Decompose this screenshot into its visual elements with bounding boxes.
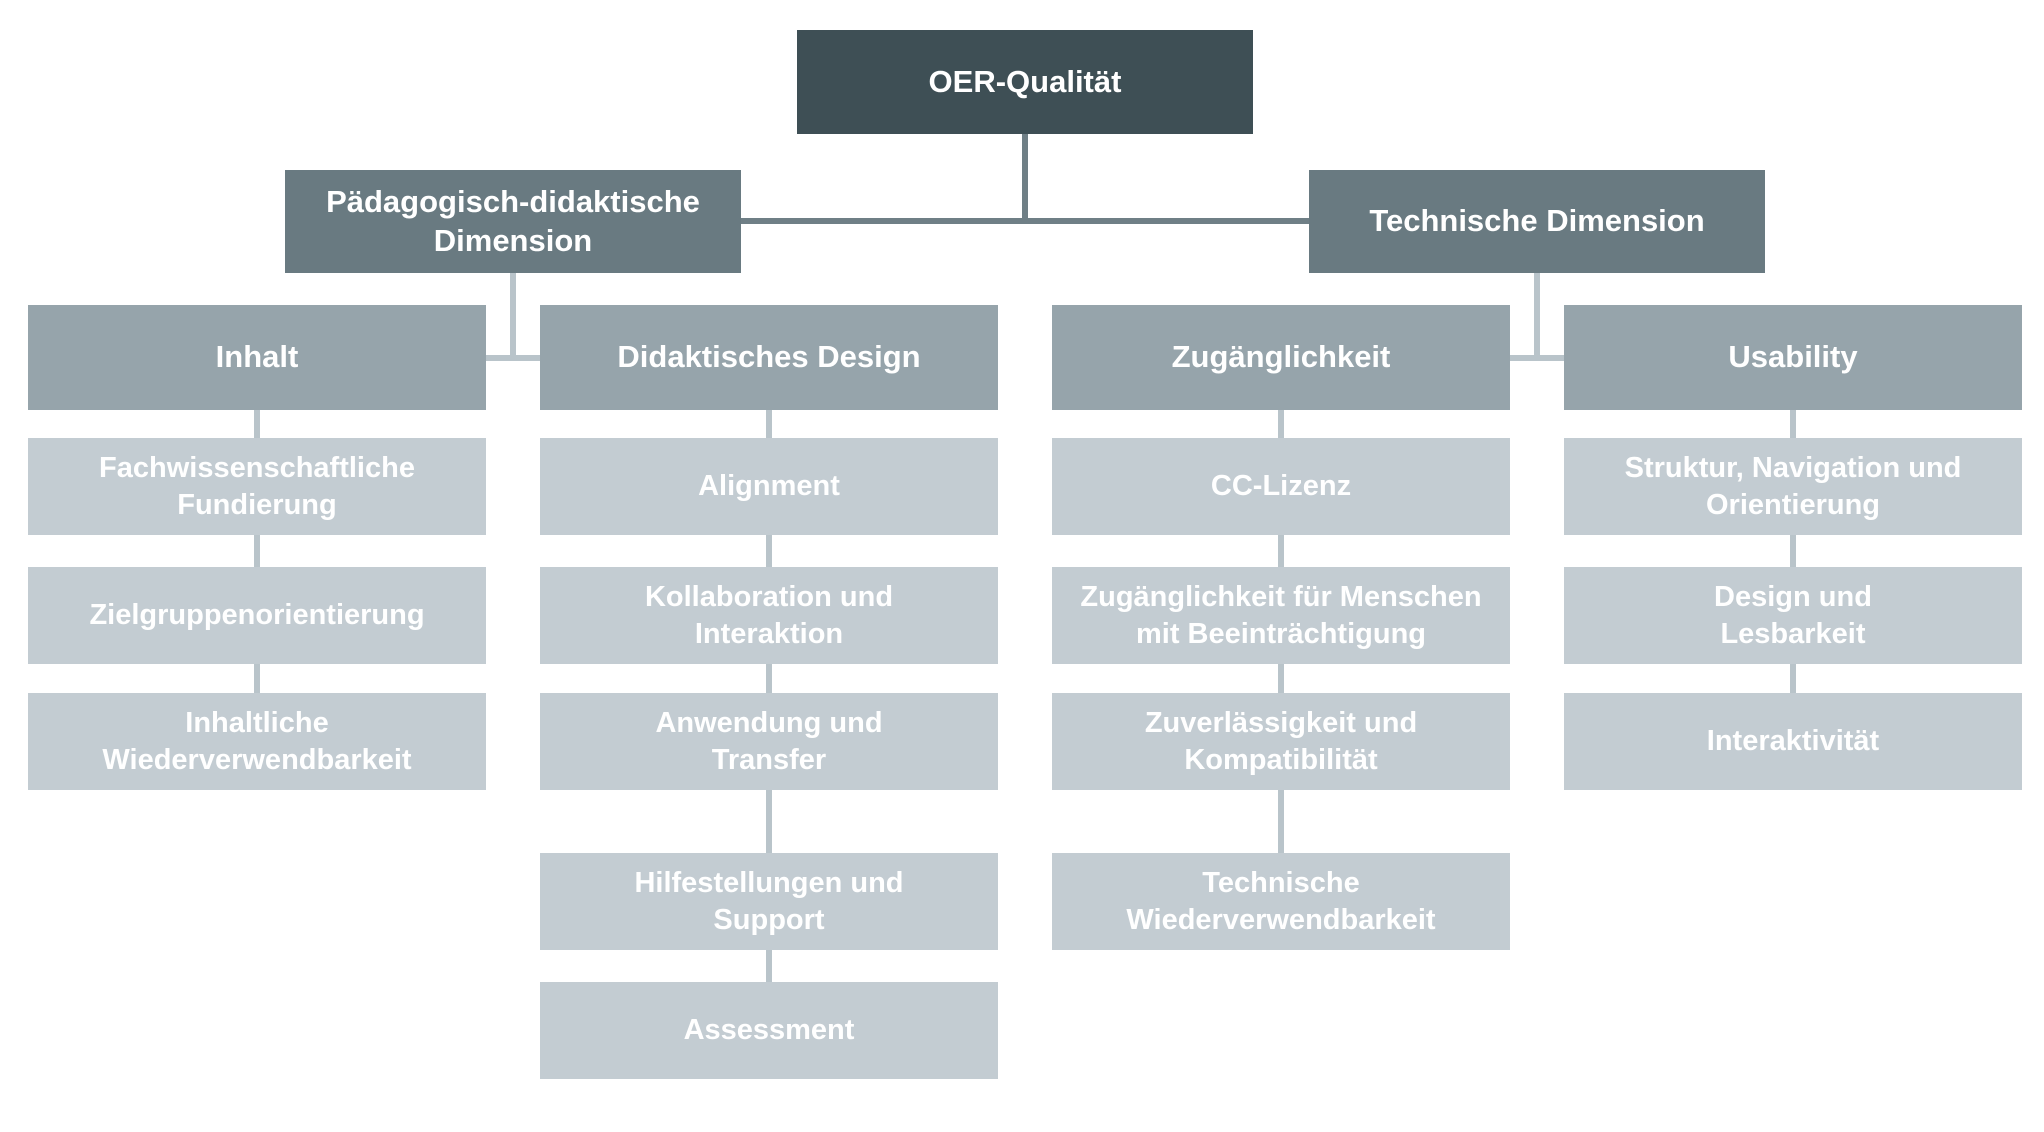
connector-col2-seg1 [766, 408, 772, 440]
dimension-node-paedagogisch-didaktische: Pädagogisch-didaktische Dimension [285, 170, 741, 273]
connector-col2-seg3 [766, 662, 772, 695]
category-node-usability: Usability [1564, 305, 2022, 410]
criterion-node-alignment: Alignment [540, 438, 998, 535]
criterion-node-assessment: Assessment [540, 982, 998, 1079]
connector-col3-seg1 [1278, 408, 1284, 440]
connector-col2-seg2 [766, 533, 772, 569]
connector-col1-seg2 [254, 533, 260, 569]
connector-col1-seg3 [254, 662, 260, 695]
connector-col4-seg2 [1790, 533, 1796, 569]
connector-root-vertical [1022, 134, 1028, 222]
connector-paedagogisch-children-horizontal [486, 355, 540, 361]
criterion-node-zuverlaessigkeit-und-kompatibilitaet: Zuverlässigkeit und Kompatibilität [1052, 693, 1510, 790]
category-node-inhalt: Inhalt [28, 305, 486, 410]
connector-technische-children-horizontal [1510, 355, 1564, 361]
connector-col2-seg5 [766, 948, 772, 984]
connector-col4-seg3 [1790, 662, 1796, 695]
criterion-node-design-und-lesbarkeit: Design und Lesbarkeit [1564, 567, 2022, 664]
connector-technische-children-vertical [1534, 271, 1540, 361]
connector-paedagogisch-children-vertical [510, 271, 516, 361]
criterion-node-technische-wiederverwendbarkeit: Technische Wiederverwendbarkeit [1052, 853, 1510, 950]
criterion-node-kollaboration-und-interaktion: Kollaboration und Interaktion [540, 567, 998, 664]
root-node: OER-Qualität [797, 30, 1253, 134]
connector-col1-seg1 [254, 408, 260, 440]
criterion-node-cc-lizenz: CC-Lizenz [1052, 438, 1510, 535]
connector-col4-seg1 [1790, 408, 1796, 440]
criterion-node-zugaenglichkeit-fuer-menschen: Zugänglichkeit für Menschen mit Beeinträ… [1052, 567, 1510, 664]
category-node-didaktisches-design: Didaktisches Design [540, 305, 998, 410]
connector-col2-seg4 [766, 788, 772, 855]
criterion-node-interaktivitaet: Interaktivität [1564, 693, 2022, 790]
criterion-node-hilfestellungen-und-support: Hilfestellungen und Support [540, 853, 998, 950]
criterion-node-inhaltliche-wiederverwendbarkeit: Inhaltliche Wiederverwendbarkeit [28, 693, 486, 790]
criterion-node-fachwissenschaftliche-fundierung: Fachwissenschaftliche Fundierung [28, 438, 486, 535]
dimension-node-technische: Technische Dimension [1309, 170, 1765, 273]
criterion-node-zielgruppenorientierung: Zielgruppenorientierung [28, 567, 486, 664]
connector-dimensions-horizontal [741, 218, 1309, 224]
criterion-node-struktur-navigation-orientierung: Struktur, Navigation und Orientierung [1564, 438, 2022, 535]
connector-col3-seg4 [1278, 788, 1284, 855]
category-node-zugaenglichkeit: Zugänglichkeit [1052, 305, 1510, 410]
criterion-node-anwendung-und-transfer: Anwendung und Transfer [540, 693, 998, 790]
connector-col3-seg2 [1278, 533, 1284, 569]
connector-col3-seg3 [1278, 662, 1284, 695]
